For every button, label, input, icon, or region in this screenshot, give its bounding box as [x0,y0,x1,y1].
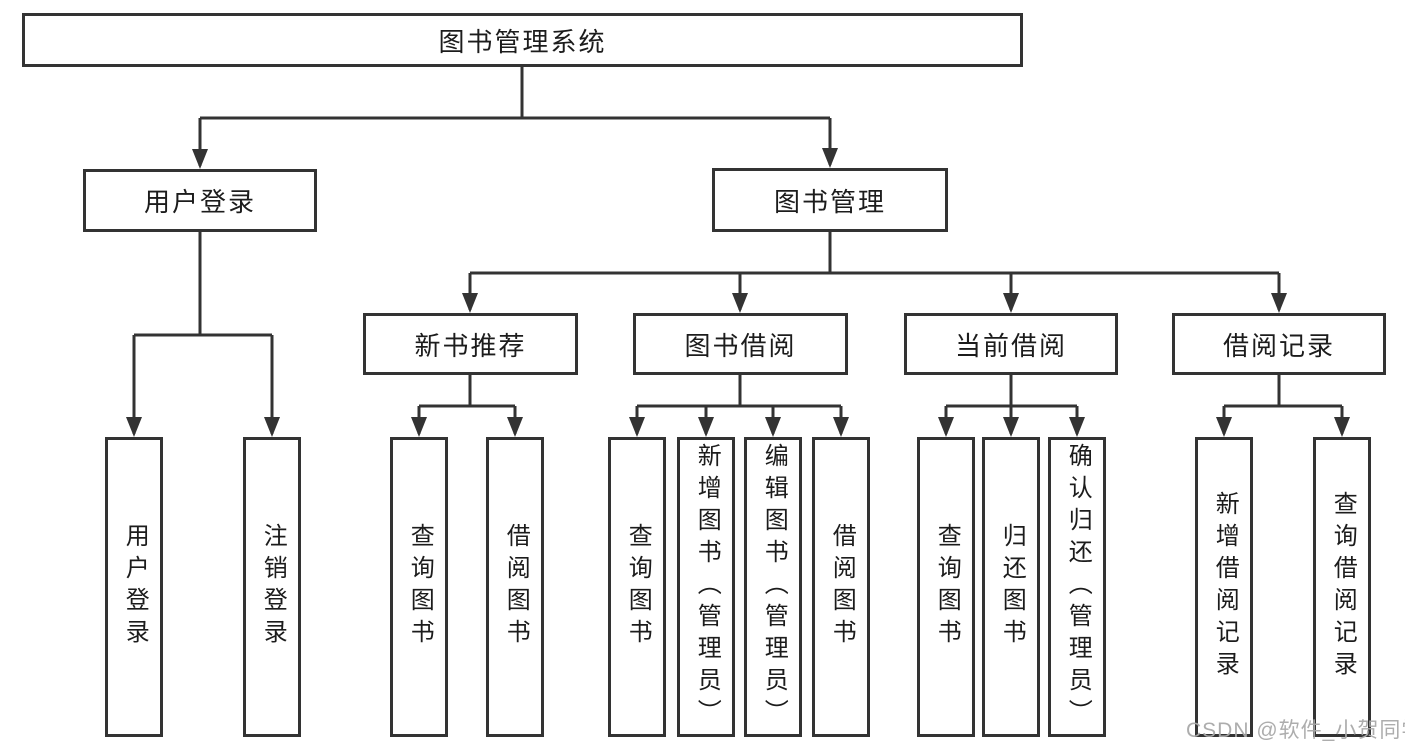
connector-lines [132,67,1344,434]
node-borrowing-records-label: 借阅记录 [1222,330,1335,361]
leaf-edit-books-admin: 编辑图书（管理员） [744,437,802,737]
wire-records-children [1222,375,1344,434]
leaf-borrow-books-recommend: 借阅图书 [486,437,544,737]
leaf-query-books-borrowing-label: 查询图书 [624,523,652,651]
node-borrowing-records: 借阅记录 [1172,313,1386,375]
leaf-edit-books-admin-label: 编辑图书（管理员） [760,443,788,731]
wire-newbook-children [417,375,517,434]
csdn-watermark: CSDN @软件_小贺同学 [1186,719,1405,742]
node-root-system: 图书管理系统 [22,13,1023,67]
node-book-borrowing-label: 图书借阅 [684,330,797,361]
leaf-query-books-current: 查询图书 [917,437,975,737]
leaf-add-borrow-record-label: 新增借阅记录 [1211,491,1239,683]
leaf-query-books-current-label: 查询图书 [933,523,961,651]
leaf-borrow-books-recommend-label: 借阅图书 [502,523,530,651]
leaf-user-login-label: 用户登录 [121,523,149,651]
node-book-management: 图书管理 [712,168,948,232]
node-book-borrowing: 图书借阅 [633,313,848,375]
arrowheads [126,148,1350,437]
leaf-logout: 注销登录 [243,437,301,737]
leaf-add-books-admin-label: 新增图书（管理员） [693,443,721,731]
wire-root-to-level2 [198,67,832,166]
leaf-user-login: 用户登录 [105,437,163,737]
node-user-login-label: 用户登录 [143,187,256,217]
wire-borrow-children [635,375,843,434]
leaf-query-borrow-record: 查询借阅记录 [1313,437,1371,737]
leaf-add-books-admin: 新增图书（管理员） [677,437,735,737]
node-new-book-recommend: 新书推荐 [363,313,578,375]
leaf-borrow-books-label: 借阅图书 [828,523,856,651]
leaf-add-borrow-record: 新增借阅记录 [1195,437,1253,737]
leaf-confirm-return-admin-label: 确认归还（管理员） [1064,443,1092,731]
wire-login-children [132,232,274,434]
leaf-return-books-label: 归还图书 [998,523,1026,651]
leaf-borrow-books: 借阅图书 [812,437,870,737]
node-current-borrowing-label: 当前借阅 [954,330,1067,361]
leaf-query-books-borrowing: 查询图书 [608,437,666,737]
leaf-return-books: 归还图书 [982,437,1040,737]
leaf-query-books-recommend: 查询图书 [390,437,448,737]
leaf-confirm-return-admin: 确认归还（管理员） [1048,437,1106,737]
node-current-borrowing: 当前借阅 [904,313,1118,375]
leaf-query-books-recommend-label: 查询图书 [406,523,434,651]
leaf-logout-label: 注销登录 [259,523,287,651]
leaf-query-borrow-record-label: 查询借阅记录 [1329,491,1357,683]
node-user-login: 用户登录 [83,169,317,232]
node-new-book-recommend-label: 新书推荐 [414,330,527,361]
node-book-management-label: 图书管理 [773,186,886,217]
wire-mgmt-to-level3 [468,232,1281,310]
node-root-system-label: 图书管理系统 [438,26,607,57]
